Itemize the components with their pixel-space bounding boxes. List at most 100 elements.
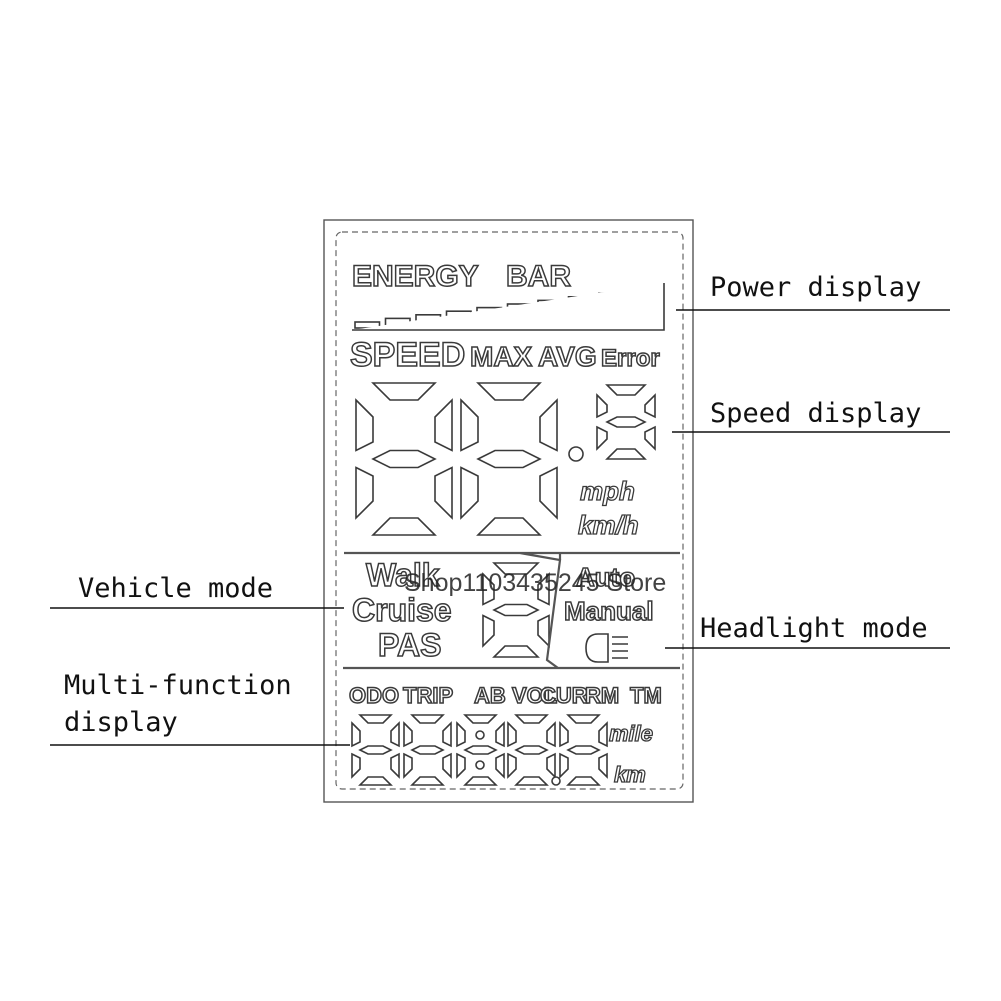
mf-digit-segment: [463, 714, 498, 724]
mf-label-trip: TRIP: [403, 683, 453, 708]
avg-label: AVG: [538, 341, 597, 372]
mf-digit-segment: [566, 714, 601, 724]
speed-label: SPEED: [350, 336, 465, 374]
callout-power: Power display: [710, 272, 921, 303]
speed-digit-segment: [371, 382, 437, 401]
mf-digit-segment: [507, 721, 517, 748]
mf-digit-segment: [495, 721, 505, 748]
mode-digit-segment: [492, 603, 540, 617]
speed-digit-segment: [476, 382, 542, 401]
mf-digit-segment: [559, 721, 569, 748]
store-watermark: Shop1103435245 Store: [404, 569, 666, 597]
speed-decimal-digit-segment: [605, 416, 647, 428]
mf-label-rm: RM: [585, 683, 619, 708]
mode-digit-segment: [537, 572, 550, 606]
speed-decimal-digit-segment: [596, 425, 608, 451]
unit-kmh: km/h: [578, 510, 639, 540]
mf-digit-segment: [456, 721, 466, 748]
speed-decimal-digit-segment: [596, 393, 608, 419]
mf-digit-segment: [598, 721, 608, 748]
mf-colon-bottom: [475, 760, 485, 770]
unit-km: km: [614, 762, 646, 787]
mf-digit-segment: [358, 776, 393, 786]
callout-speed: Speed display: [710, 398, 921, 429]
mf-digit-segment: [390, 752, 400, 779]
mf-digit-segment: [442, 721, 452, 748]
error-label: Error: [601, 345, 660, 372]
mf-digit-segment: [410, 776, 445, 786]
energy-bar-frame: [352, 283, 665, 331]
mf-label-vol: VOL: [512, 683, 557, 708]
mf-decimal-point: [551, 776, 561, 786]
mode-walk: Walk: [366, 557, 440, 593]
callout-multi-line1: Multi-function: [64, 670, 292, 701]
mode-digit-segment: [537, 614, 550, 648]
lcd-inner-dashed-frame: [335, 231, 684, 790]
mf-digit-segment: [410, 714, 445, 724]
speed-digit-segment: [434, 466, 453, 520]
mf-digit-segment: [546, 721, 556, 748]
speed-digit-segment: [460, 398, 479, 452]
speed-digit-segment: [355, 398, 374, 452]
mf-digit-segment: [403, 752, 413, 779]
mf-digit-segment: [442, 752, 452, 779]
max-label: MAX: [470, 341, 533, 372]
speed-digit-segment: [371, 517, 437, 536]
mf-digit-segment: [566, 745, 601, 755]
callout-headlight: Headlight mode: [700, 613, 928, 644]
mf-digit-segment: [358, 745, 393, 755]
mf-label-odo: ODO: [349, 683, 399, 708]
energy-label: ENERGY: [352, 260, 479, 293]
mf-digit-segment: [463, 776, 498, 786]
mode-digit-segment: [492, 645, 540, 658]
unit-mph: mph: [580, 476, 635, 506]
speed-digit-segment: [476, 449, 542, 469]
seven-segment-digits: [351, 382, 656, 786]
mf-digit-segment: [463, 745, 498, 755]
mode-auto: Auto: [576, 562, 635, 592]
mode-cruise: Cruise: [352, 592, 452, 628]
mf-digit-segment: [403, 721, 413, 748]
mf-digit-segment: [390, 721, 400, 748]
mf-digit-segment: [495, 752, 505, 779]
speed-decimal-digit-segment: [605, 448, 647, 460]
speed-digit-segment: [434, 398, 453, 452]
mode-pas: PAS: [378, 627, 441, 663]
mf-colon-top: [475, 730, 485, 740]
speed-decimal-digit-segment: [644, 425, 656, 451]
mf-digit-segment: [410, 745, 445, 755]
bar-label: BAR: [506, 260, 571, 293]
mode-section-divider: [343, 551, 680, 670]
callout-multi-line2: display: [64, 707, 178, 738]
mf-digit-segment: [351, 752, 361, 779]
mf-digit-segment: [559, 752, 569, 779]
mf-label-ab: AB: [474, 683, 506, 708]
unit-mile: mile: [609, 721, 653, 746]
mf-label-tm: TM: [630, 683, 662, 708]
callout-vehicle: Vehicle mode: [78, 573, 273, 604]
headlight-icon: [585, 633, 628, 663]
mf-digit-segment: [514, 776, 549, 786]
mf-digit-segment: [514, 714, 549, 724]
speed-digit-segment: [355, 466, 374, 520]
mf-digit-segment: [566, 776, 601, 786]
mf-digit-segment: [507, 752, 517, 779]
speed-decimal-digit-segment: [605, 384, 647, 396]
mf-digit-segment: [546, 752, 556, 779]
speed-decimal-digit-segment: [644, 393, 656, 419]
lcd-outer-frame: [323, 219, 694, 803]
speed-decimal-point: [568, 446, 584, 462]
mf-label-cur: CUR: [540, 683, 588, 708]
speed-digit-segment: [371, 449, 437, 469]
mf-digit-segment: [456, 752, 466, 779]
mode-digit-segment: [482, 614, 495, 648]
mode-manual: Manual: [564, 596, 654, 626]
speed-digit-segment: [476, 517, 542, 536]
mode-digit-segment: [492, 562, 540, 575]
energy-bar: [352, 283, 665, 331]
speed-digit-segment: [539, 398, 558, 452]
speed-digit-segment: [460, 466, 479, 520]
mf-digit-segment: [351, 721, 361, 748]
